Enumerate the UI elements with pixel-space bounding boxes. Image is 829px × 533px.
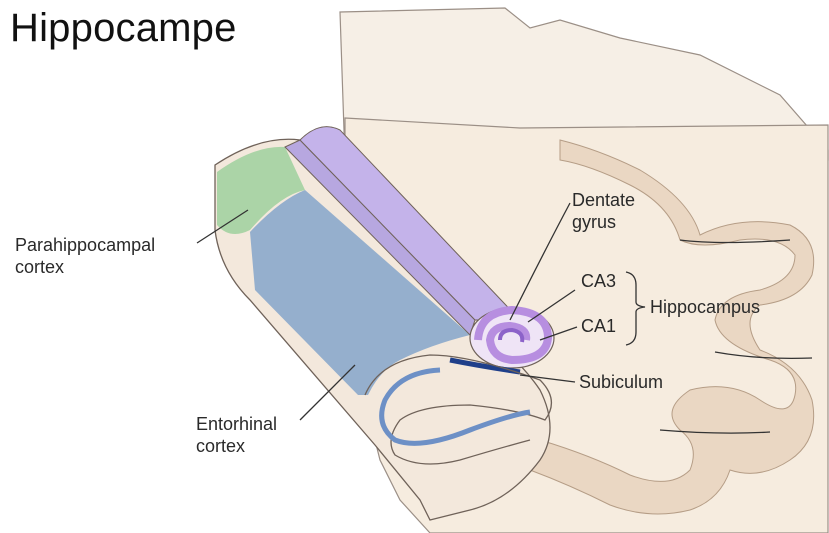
label-ca3: CA3 — [581, 270, 616, 292]
label-entorhinal: Entorhinal cortex — [196, 413, 277, 457]
label-dentate-line2: gyrus — [572, 211, 635, 233]
label-ca1: CA1 — [581, 315, 616, 337]
label-entorhinal-line2: cortex — [196, 435, 277, 457]
label-parahippocampal-line1: Parahippocampal — [15, 234, 155, 256]
label-parahippocampal-line2: cortex — [15, 256, 155, 278]
label-hippocampus: Hippocampus — [650, 296, 760, 318]
label-dentate-line1: Dentate — [572, 189, 635, 211]
label-entorhinal-line1: Entorhinal — [196, 413, 277, 435]
label-subiculum: Subiculum — [579, 371, 663, 393]
page-title: Hippocampe — [10, 6, 237, 51]
label-parahippocampal: Parahippocampal cortex — [15, 234, 155, 278]
label-dentate-gyrus: Dentate gyrus — [572, 189, 635, 233]
